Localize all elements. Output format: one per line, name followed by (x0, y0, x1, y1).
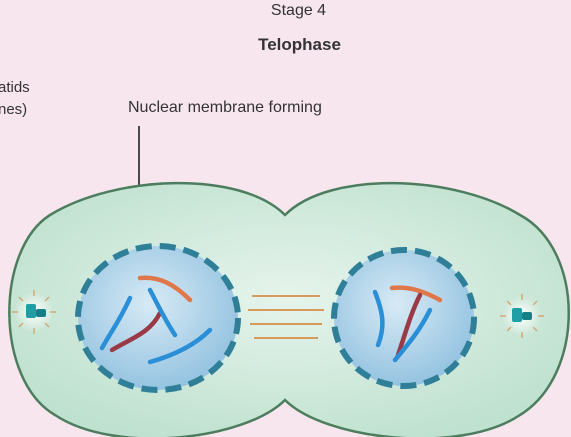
left-chromosome-orange (137, 275, 193, 303)
left-chromosome-blue-1 (99, 295, 133, 351)
left-chromosome-blue-2 (147, 287, 178, 338)
left-centriole (12, 290, 56, 334)
left-nucleus (75, 243, 241, 393)
right-chromosome-maroon (395, 292, 423, 358)
right-nucleus (331, 247, 477, 389)
right-chromosome-blue-1 (372, 289, 385, 348)
nuclear-membrane-label: Nuclear membrane forming (128, 99, 322, 116)
right-chromosome-blue-2 (392, 307, 433, 363)
right-nuclear-membrane (331, 247, 477, 389)
stage-name: Telophase (258, 35, 341, 54)
right-chromosome-orange (389, 285, 443, 303)
left-nuclear-membrane (75, 243, 241, 393)
left-chromosome-maroon (109, 310, 163, 353)
stage-label: Stage 4 (270, 2, 327, 19)
right-centriole (500, 294, 544, 338)
left-label-line-1: atids (0, 79, 30, 96)
left-chromosome-blue-3 (147, 327, 213, 365)
spindle-fibers (248, 295, 324, 339)
left-label-line-2: nes) (0, 101, 28, 118)
